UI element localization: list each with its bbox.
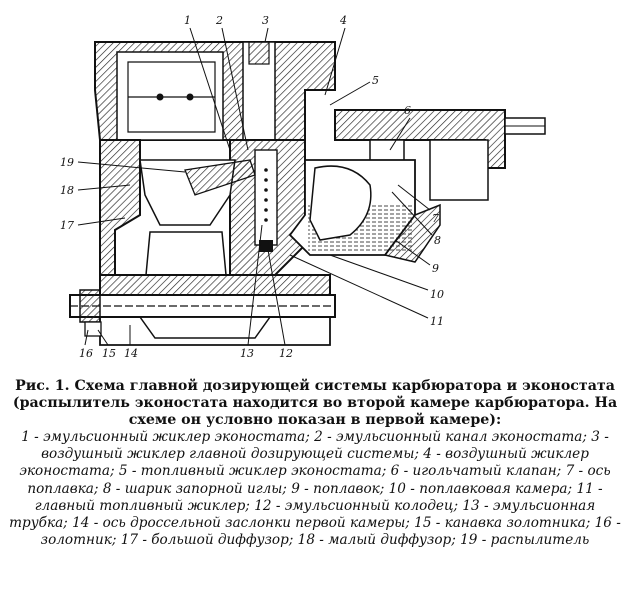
callout-16: 16 bbox=[79, 347, 93, 360]
callout-12: 12 bbox=[279, 347, 293, 360]
callout-1: 1 bbox=[184, 14, 191, 27]
caption-legend: 1 - эмульсионный жиклер эконостата; 2 - … bbox=[9, 429, 621, 549]
carburetor-diagram: 1 2 3 4 5 6 7 8 9 10 11 12 13 14 15 16 1… bbox=[60, 14, 546, 360]
carburetor-drawing: 1 2 3 4 5 6 7 8 9 10 11 12 13 14 15 16 1… bbox=[60, 14, 546, 360]
callout-11: 11 bbox=[430, 315, 444, 328]
callout-14: 14 bbox=[124, 347, 138, 360]
callout-17: 17 bbox=[60, 219, 74, 232]
callout-18: 18 bbox=[60, 184, 74, 197]
leader-lines bbox=[77, 27, 433, 346]
callout-13: 13 bbox=[240, 347, 254, 360]
figure-caption: Рис. 1. Схема главной дозирующей системы… bbox=[6, 378, 624, 596]
callout-5: 5 bbox=[372, 74, 379, 87]
callout-3: 3 bbox=[262, 14, 269, 27]
main-body bbox=[99, 139, 306, 276]
float-chamber bbox=[288, 159, 441, 263]
callout-labels: 1 2 3 4 5 6 7 8 9 10 11 12 13 14 15 16 1… bbox=[60, 14, 444, 360]
callout-4: 4 bbox=[339, 14, 347, 27]
callout-6: 6 bbox=[404, 104, 411, 117]
callout-10: 10 bbox=[430, 288, 444, 301]
throttle-body bbox=[69, 274, 336, 346]
callout-9: 9 bbox=[432, 262, 439, 275]
callout-8: 8 bbox=[434, 234, 441, 247]
callout-19: 19 bbox=[60, 156, 74, 169]
callout-2: 2 bbox=[215, 14, 223, 27]
air-horn-housing bbox=[94, 41, 336, 141]
callout-7: 7 bbox=[432, 212, 439, 225]
callout-15: 15 bbox=[102, 347, 116, 360]
caption-title: Рис. 1. Схема главной дозирующей системы… bbox=[12, 378, 618, 428]
